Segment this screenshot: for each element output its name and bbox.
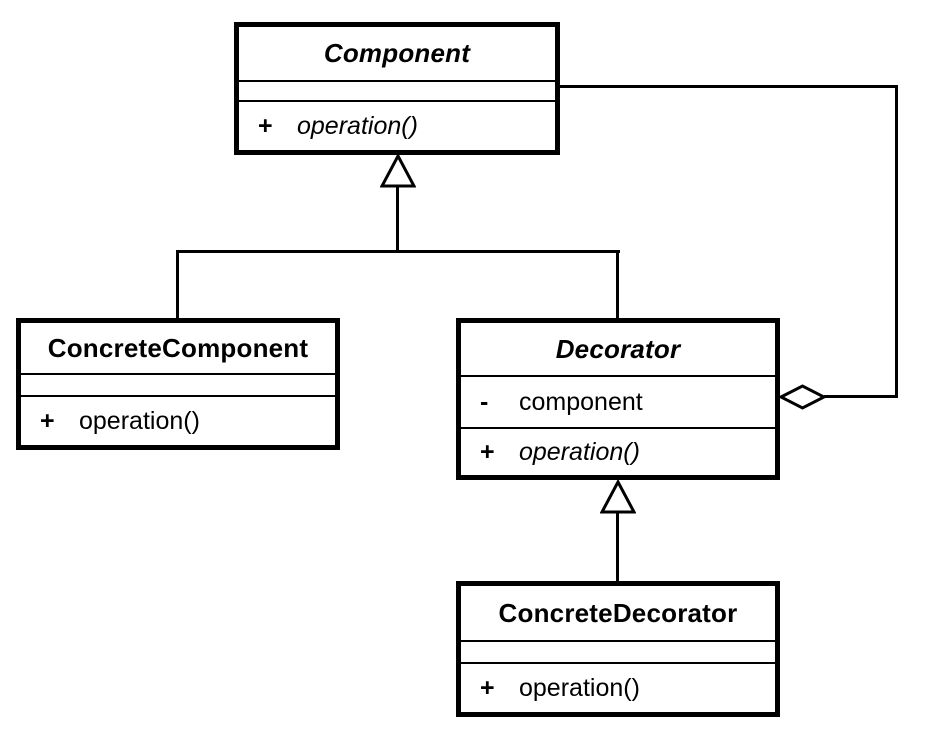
visibility-sign: + [40, 406, 55, 435]
operations-section-concrete-component: + operation() [21, 395, 335, 445]
class-box-decorator: Decorator - component + operation() [456, 318, 780, 480]
attributes-section-concrete-decorator [461, 640, 775, 662]
operations-section-decorator: + operation() [461, 427, 775, 475]
connector-line [616, 513, 619, 581]
visibility-sign: + [480, 437, 495, 466]
visibility-sign: + [480, 673, 495, 702]
attributes-section-concrete-component [21, 373, 335, 395]
operation-name: operation() [519, 673, 640, 702]
class-box-concrete-component: ConcreteComponent + operation() [16, 318, 340, 450]
class-box-concrete-decorator: ConcreteDecorator + operation() [456, 581, 780, 717]
connector-line [560, 85, 898, 88]
operation-row: + operation() [21, 397, 335, 445]
visibility-sign: - [480, 387, 489, 416]
connector-line [396, 187, 399, 252]
operations-section-concrete-decorator: + operation() [461, 662, 775, 712]
operation-row: + operation() [239, 102, 555, 150]
attribute-row: - component [461, 377, 775, 427]
operation-row: + operation() [461, 664, 775, 712]
attributes-section-component [239, 80, 555, 100]
operation-name: operation() [297, 111, 418, 140]
class-box-component: Component + operation() [234, 22, 560, 155]
aggregation-diamond-icon [777, 384, 828, 410]
class-name-decorator: Decorator [555, 333, 681, 364]
operation-name: operation() [79, 406, 200, 435]
attributes-section-decorator: - component [461, 375, 775, 427]
connector-line [616, 250, 619, 318]
operation-name: operation() [519, 437, 640, 466]
connector-line [176, 250, 179, 318]
class-name-component: Component [323, 38, 471, 68]
connector-line [824, 395, 898, 398]
attribute-name: component [519, 387, 643, 416]
generalization-triangle-icon [599, 478, 637, 515]
class-name-concrete-decorator: ConcreteDecorator [498, 597, 738, 628]
class-name-concrete-component: ConcreteComponent [47, 332, 309, 363]
operations-section-component: + operation() [239, 100, 555, 150]
connector-line [895, 85, 898, 398]
operation-row: + operation() [461, 429, 775, 475]
connector-line [176, 250, 620, 253]
generalization-triangle-icon [379, 152, 417, 189]
visibility-sign: + [258, 111, 273, 140]
